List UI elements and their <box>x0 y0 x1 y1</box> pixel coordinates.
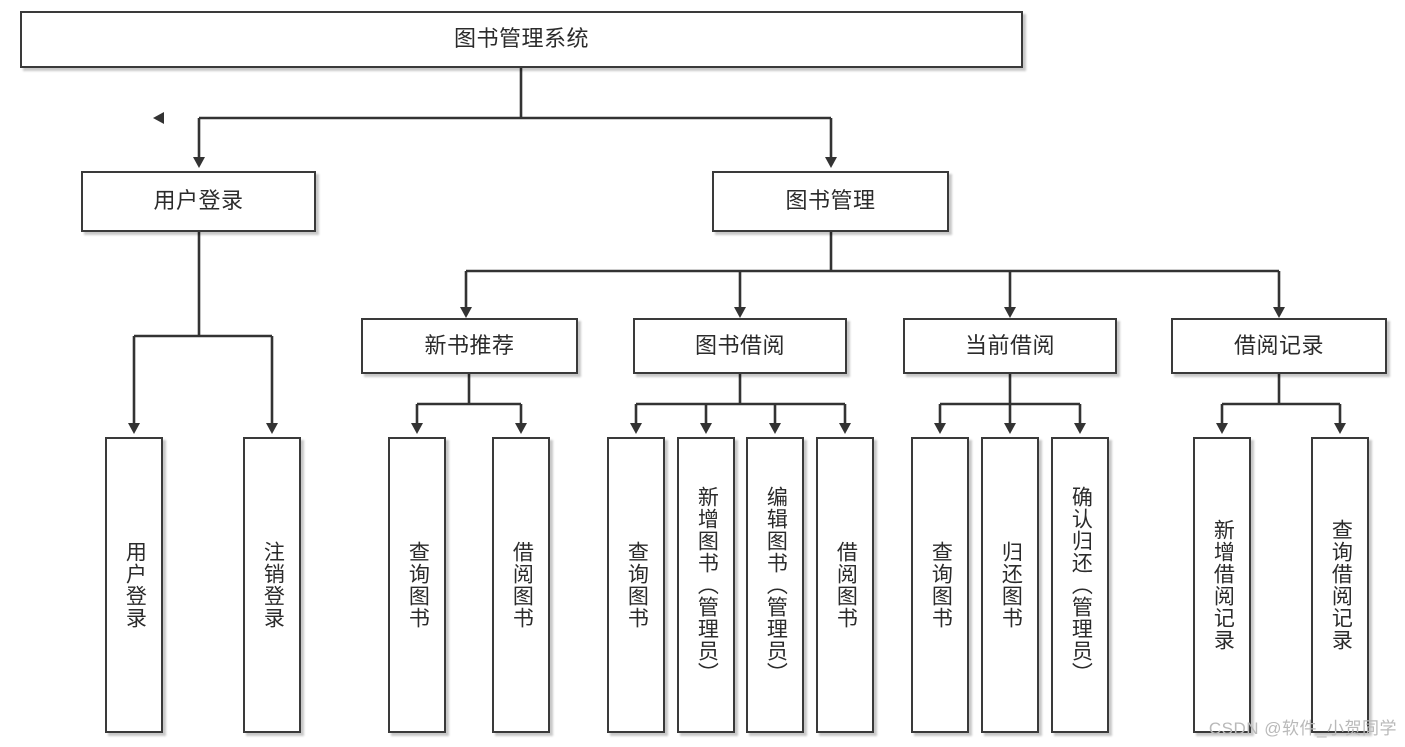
node-current-borrow-label: 当前借阅 <box>964 332 1055 358</box>
leaf-borrow-edit-book[interactable]: 编辑图书（管理员） <box>746 437 804 733</box>
leaf-current-confirm-return[interactable]: 确认归还（管理员） <box>1051 437 1109 733</box>
leaf-label: 查询图书 <box>406 541 430 629</box>
node-book-borrow-label: 图书借阅 <box>694 332 785 358</box>
leaf-label: 注销登录 <box>261 541 285 629</box>
leaf-label: 借阅图书 <box>510 541 534 629</box>
node-borrow-record-label: 借阅记录 <box>1233 332 1324 358</box>
node-new-book-recommend-label: 新书推荐 <box>424 332 515 358</box>
node-book-manage-label: 图书管理 <box>785 188 876 214</box>
leaf-record-query[interactable]: 查询借阅记录 <box>1311 437 1369 733</box>
watermark: CSDN @软件_小贺同学 <box>1208 719 1397 738</box>
leaf-label: 编辑图书（管理员） <box>764 486 788 684</box>
leaf-label: 确认归还（管理员） <box>1069 486 1093 684</box>
node-new-book-recommend[interactable]: 新书推荐 <box>361 318 578 374</box>
leaf-current-query[interactable]: 查询图书 <box>911 437 969 733</box>
node-root[interactable]: 图书管理系统 <box>20 11 1023 68</box>
node-book-manage[interactable]: 图书管理 <box>712 171 949 232</box>
leaf-current-return[interactable]: 归还图书 <box>981 437 1039 733</box>
leaf-label: 新增借阅记录 <box>1211 519 1235 651</box>
leaf-user-login-login[interactable]: 用户登录 <box>105 437 163 733</box>
leaf-label: 借阅图书 <box>834 541 858 629</box>
leaf-record-add[interactable]: 新增借阅记录 <box>1193 437 1251 733</box>
leaf-new-book-query[interactable]: 查询图书 <box>388 437 446 733</box>
node-user-login[interactable]: 用户登录 <box>81 171 316 232</box>
leaf-label: 用户登录 <box>123 541 147 629</box>
leaf-label: 查询图书 <box>929 541 953 629</box>
node-current-borrow[interactable]: 当前借阅 <box>903 318 1117 374</box>
leaf-borrow-add-book[interactable]: 新增图书（管理员） <box>677 437 735 733</box>
leaf-label: 查询借阅记录 <box>1329 519 1353 651</box>
leaf-borrow-borrow-book[interactable]: 借阅图书 <box>816 437 874 733</box>
leaf-user-login-logout[interactable]: 注销登录 <box>243 437 301 733</box>
node-book-borrow[interactable]: 图书借阅 <box>633 318 847 374</box>
leaf-label: 新增图书（管理员） <box>695 486 719 684</box>
leaf-borrow-query[interactable]: 查询图书 <box>607 437 665 733</box>
leaf-label: 查询图书 <box>625 541 649 629</box>
node-root-label: 图书管理系统 <box>453 26 589 52</box>
leaf-new-book-borrow[interactable]: 借阅图书 <box>492 437 550 733</box>
node-user-login-label: 用户登录 <box>153 188 244 214</box>
leaf-label: 归还图书 <box>999 541 1023 629</box>
node-borrow-record[interactable]: 借阅记录 <box>1171 318 1387 374</box>
